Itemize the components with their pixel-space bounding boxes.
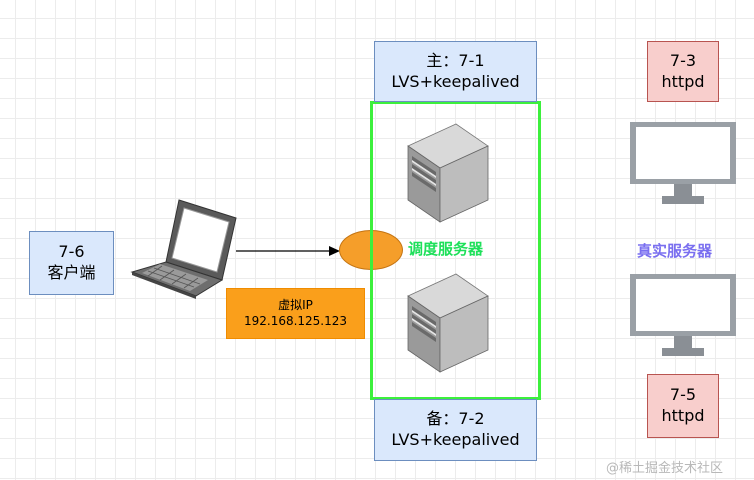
backup-role: 备：7-2 [426,409,485,429]
client-id: 7-6 [58,242,85,262]
master-box: 主：7-1 LVS+keepalived [374,41,537,102]
connection-arrow [236,246,340,256]
laptop-icon [130,199,237,299]
real-server-2-box: 7-5 httpd [647,374,719,438]
backup-service: LVS+keepalived [391,430,520,449]
backup-box: 备：7-2 LVS+keepalived [374,399,537,461]
client-label: 客户端 [47,263,96,282]
real-servers-label: 真实服务器 [637,242,713,260]
vip-box: 虚拟IP 192.168.125.123 [226,288,365,339]
server-icon [407,273,489,373]
master-service: LVS+keepalived [391,71,520,91]
real-server-1-box: 7-3 httpd [647,41,719,102]
vip-label: 虚拟IP [278,297,313,312]
scheduler-group-frame [370,101,541,400]
client-box: 7-6 客户端 [29,231,114,295]
real-server-1-service: httpd [661,71,705,91]
monitor-icon [630,122,736,204]
vip-address: 192.168.125.123 [243,313,348,328]
monitor-icon [630,274,736,356]
real-server-1-id: 7-3 [669,50,697,70]
server-icon [407,123,489,223]
scheduler-label: 调度服务器 [408,240,484,258]
watermark: @稀土掘金技术社区 [606,461,724,476]
master-role: 主：7-1 [426,50,485,70]
real-server-2-service: httpd [661,406,705,425]
real-server-2-id: 7-5 [669,385,697,405]
